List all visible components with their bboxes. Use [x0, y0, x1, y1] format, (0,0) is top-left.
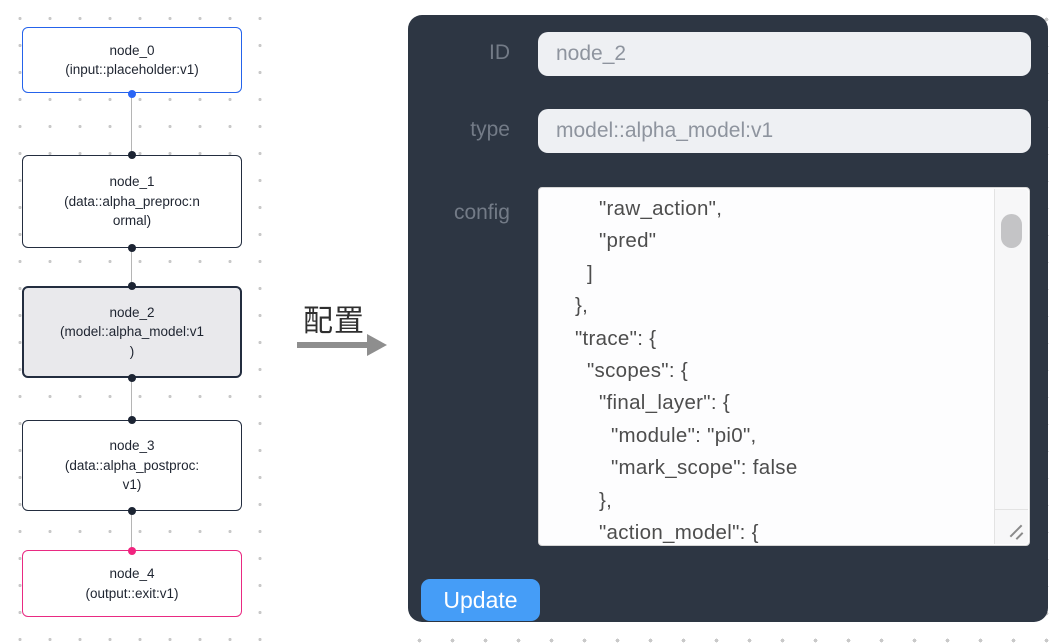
config-line: "module": "pi0", [551, 423, 757, 447]
node-title: node_0 [109, 42, 155, 58]
node-type: (output::exit:v1) [85, 585, 179, 601]
handle-node_3-source[interactable] [127, 507, 136, 515]
config-line: "pred" [551, 229, 657, 253]
config-scrollbar[interactable] [994, 189, 1028, 544]
handle-node_3-target[interactable] [127, 416, 136, 424]
edge-node_2-node_3[interactable] [130, 378, 132, 420]
node-type: (input::placeholder:v1) [65, 62, 199, 77]
config-line: "raw_action", [551, 197, 723, 220]
handle-node_1-target[interactable] [127, 151, 136, 159]
config-line: }, [551, 488, 613, 512]
node-config-panel: ID type config "raw_action", "pred" ] },… [408, 15, 1048, 622]
config-line: "trace": { [551, 326, 657, 350]
node-type: (data::alpha_postproc: [64, 457, 200, 473]
node-type: ormal) [112, 213, 152, 229]
config-line: "action_model": { [551, 521, 759, 543]
handle-node_2-target[interactable] [127, 282, 136, 290]
handle-node_2-source[interactable] [127, 374, 136, 382]
id-input[interactable] [538, 32, 1031, 76]
right-arrow-icon [295, 330, 391, 365]
config-line: "final_layer": { [551, 391, 730, 415]
flow-node-node_1[interactable]: node_1 (data::alpha_preproc:n ormal) [22, 155, 242, 248]
config-field-label: config [453, 201, 510, 224]
config-panel-region: ID type config "raw_action", "pred" ] },… [395, 0, 1062, 643]
config-textarea[interactable]: "raw_action", "pred" ] }, "trace": { "sc… [538, 187, 1030, 546]
edge-node_3-node_4[interactable] [130, 511, 132, 551]
type-field-label: type [470, 118, 510, 141]
node-title: node_4 [109, 566, 155, 581]
flow-node-node_0[interactable]: node_0 (input::placeholder:v1) [22, 27, 242, 93]
config-line: }, [551, 294, 589, 318]
edge-node_0-node_1[interactable] [130, 94, 132, 155]
flow-node-node_4[interactable]: node_4 (output::exit:v1) [22, 550, 242, 617]
config-scrollbar-thumb[interactable] [1001, 214, 1022, 248]
node-title: node_2 [109, 304, 155, 320]
node-title: node_3 [109, 438, 155, 454]
handle-node_4-target[interactable] [127, 547, 136, 555]
config-json-content[interactable]: "raw_action", "pred" ] }, "trace": { "sc… [551, 193, 987, 543]
handle-node_1-source[interactable] [127, 244, 136, 252]
edge-node_1-node_2[interactable] [130, 248, 132, 286]
node-type: ) [129, 343, 135, 359]
flow-canvas[interactable]: node_0 (input::placeholder:v1) node_1 (d… [0, 0, 272, 643]
id-field-label: ID [489, 41, 510, 64]
update-button[interactable]: Update [421, 579, 540, 621]
node-type: (data::alpha_preproc:n [64, 193, 200, 209]
flow-node-node_2[interactable]: node_2 (model::alpha_model:v1 ) [22, 286, 242, 378]
flow-node-node_3[interactable]: node_3 (data::alpha_postproc: v1) [22, 420, 242, 511]
node-title: node_1 [109, 174, 155, 190]
type-input[interactable] [538, 109, 1031, 153]
node-type: v1) [122, 477, 142, 493]
config-line: "scopes": { [551, 359, 689, 383]
config-line: ] [551, 261, 593, 285]
node-type: (model::alpha_model:v1 [59, 324, 205, 340]
config-annotation-label: 配置 [303, 305, 365, 338]
config-line: "mark_scope": false [551, 456, 798, 480]
textarea-resize-grip[interactable] [995, 509, 1028, 544]
handle-node_0-source[interactable] [127, 90, 136, 98]
